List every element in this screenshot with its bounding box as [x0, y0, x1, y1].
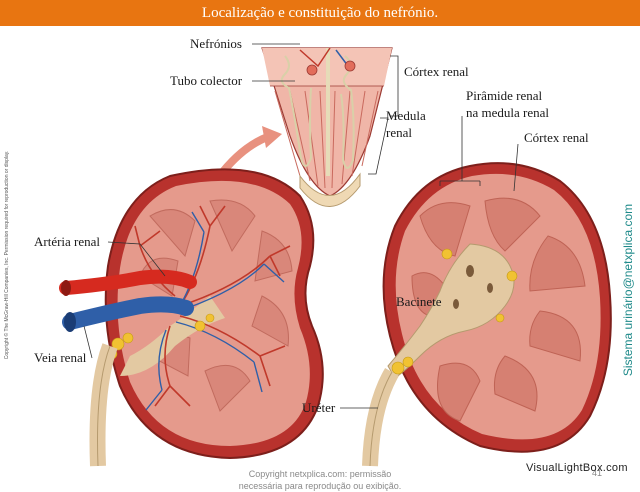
- right-ureter: [362, 367, 399, 467]
- left-ureter: [89, 343, 118, 467]
- illustration-stage: Nefrónios Tubo colector Córtex renal Med…: [0, 26, 640, 491]
- label-piramide-line2: na medula renal: [466, 105, 550, 120]
- label-piramide-line1: Pirâmide renal: [466, 88, 543, 103]
- label-arteria-renal: Artéria renal: [34, 234, 101, 249]
- arteria-leader: [107, 241, 166, 277]
- zoom-arrow-head: [262, 126, 282, 148]
- renal-artery-opening: [61, 280, 71, 296]
- cortex-bracket: [390, 55, 399, 117]
- label-tubo-colector: Tubo colector: [170, 73, 243, 88]
- kidney-illustration: [59, 43, 612, 467]
- page-number: 41: [592, 468, 603, 478]
- cortex-right-leader: [513, 143, 519, 192]
- renal-vein-opening: [64, 312, 76, 332]
- piramide-leader: [439, 116, 481, 186]
- watermark: Copyright netxplica.com: permissão neces…: [190, 468, 450, 492]
- label-nefronios: Nefrónios: [190, 36, 242, 51]
- label-cortex-renal-top: Córtex renal: [404, 64, 469, 79]
- label-ureter: Uréter: [302, 400, 336, 415]
- label-medula-line2: renal: [386, 125, 412, 140]
- nephron-inset: [261, 47, 393, 207]
- label-cortex-renal-right: Córtex renal: [524, 130, 589, 145]
- footer-brand[interactable]: VisualLightBox.com: [526, 462, 628, 474]
- brand-vertical: Sistema urinário@netxplica.com: [621, 203, 635, 377]
- veia-leader: [83, 325, 93, 359]
- watermark-line2: necessária para reprodução ou exibição.: [238, 481, 402, 491]
- side-copyright: Copyright © The McGraw-Hill Companies, I…: [4, 150, 10, 360]
- slide-title: Localização e constituição do nefrónio.: [0, 0, 640, 26]
- left-kidney: [104, 168, 324, 460]
- watermark-line1: Copyright netxplica.com: permissão: [248, 469, 392, 479]
- right-kidney: [382, 162, 612, 453]
- renal-vein: [62, 296, 194, 330]
- label-veia-renal: Veia renal: [34, 350, 87, 365]
- renal-artery: [59, 269, 197, 295]
- medula-bracket: [368, 117, 389, 175]
- label-medula-line1: Medula: [386, 108, 426, 123]
- label-bacinete: Bacinete: [396, 294, 442, 309]
